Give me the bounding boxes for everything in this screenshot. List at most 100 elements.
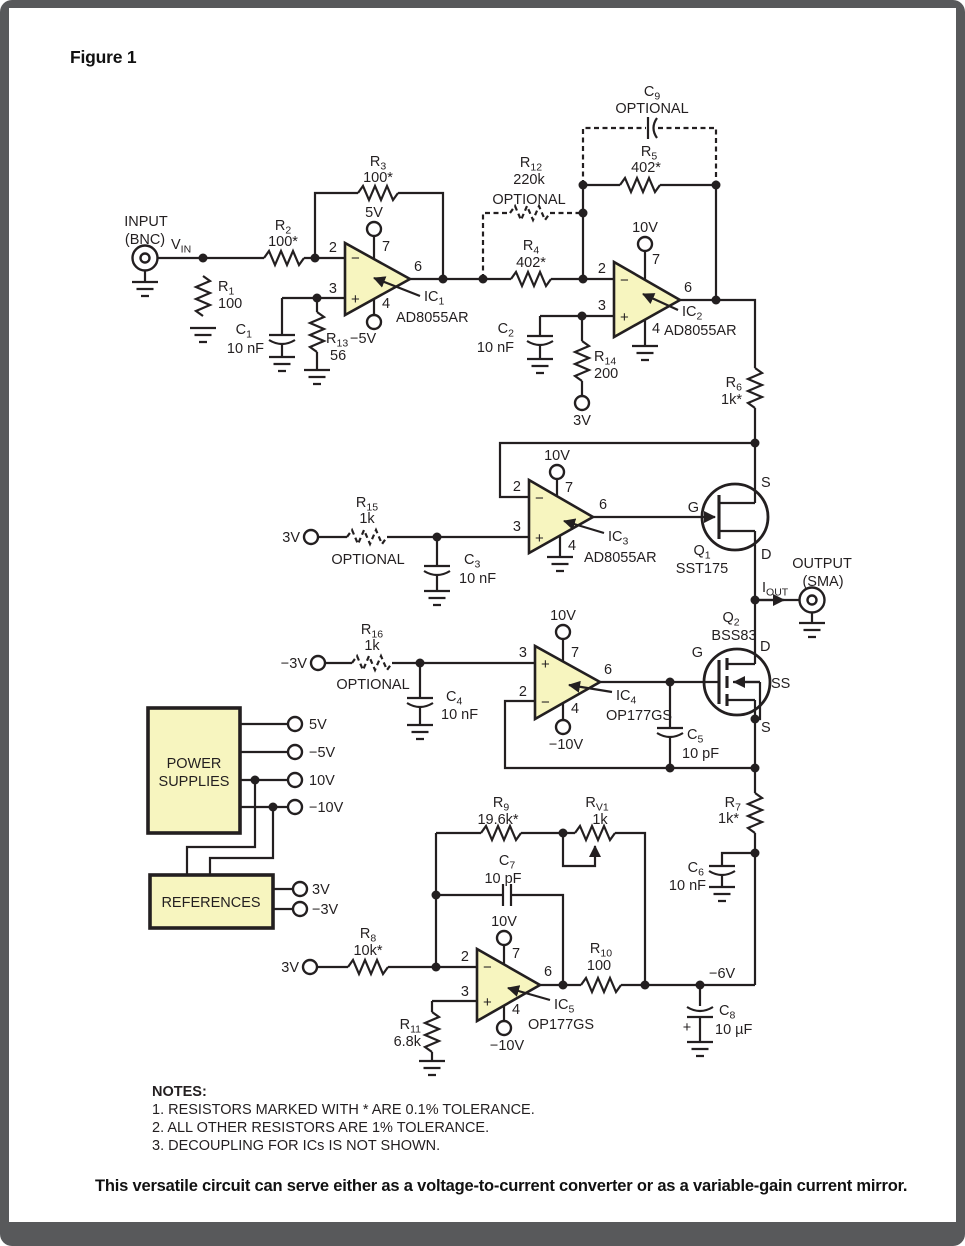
note-line: 1. RESISTORS MARKED WITH * ARE 0.1% TOLE… — [152, 1102, 535, 1118]
r16-ref: R16 — [361, 622, 383, 641]
terminal-label: −5V — [350, 331, 377, 347]
q2-part: BSS83 — [711, 628, 756, 644]
ic5-ref: IC5 — [554, 997, 575, 1016]
transistor-q2: Q2 BSS83 D G SS S — [692, 610, 791, 736]
output-label-2: (SMA) — [802, 574, 843, 590]
ic2-pin4: 4 — [652, 321, 660, 337]
ic1-noninverting-sign: + — [351, 291, 360, 308]
capacitor-c1-symbol — [268, 333, 296, 346]
terminal-3v-r8: 3V — [281, 958, 319, 976]
r13-ref: R13 — [326, 331, 348, 350]
capacitor-c4-symbol — [406, 696, 434, 709]
c5-value: 10 pF — [682, 746, 719, 762]
c5-ref: C5 — [687, 727, 703, 746]
opamp-ic3: − + 2 3 7 4 6 IC3 AD8055AR — [513, 477, 657, 566]
note-line: 3. DECOUPLING FOR ICs IS NOT SHOWN. — [152, 1138, 440, 1154]
ic3-part: AD8055AR — [584, 550, 657, 566]
component-labels: INPUT (BNC) VIN R1 100 R2 100* R3 100* C… — [124, 84, 852, 1050]
power-supplies-block: POWER SUPPLIES — [146, 706, 242, 835]
ic4-pin4: 4 — [571, 701, 579, 717]
terminal-label: −10V — [549, 737, 584, 753]
capacitor-c9-symbol — [646, 117, 658, 139]
capacitor-c5-symbol — [656, 726, 684, 739]
ic5-pin4: 4 — [512, 1002, 520, 1018]
r2-value: 100* — [268, 234, 298, 250]
ic5-pin2: 2 — [461, 949, 469, 965]
terminal-ps-10v: 10V — [286, 771, 335, 789]
q1-ref: Q1 — [693, 543, 710, 562]
r10-ref: R10 — [590, 941, 612, 960]
terminal-10v-ic2: 10V — [632, 220, 658, 253]
r4-ref: R4 — [523, 238, 539, 257]
r8-ref: R8 — [360, 926, 376, 945]
ic1-pin7: 7 — [382, 239, 390, 255]
ic2-noninverting-sign: + — [620, 309, 629, 326]
terminal-label: −3V — [281, 656, 308, 672]
q1-gate-label: G — [688, 500, 699, 516]
terminal-m10v-ic5: −10V — [490, 1019, 524, 1054]
terminal-10v-ic3: 10V — [544, 448, 570, 481]
r14-value: 200 — [594, 366, 618, 382]
terminal-label: 3V — [282, 530, 300, 546]
r6-ref: R6 — [726, 375, 742, 394]
r16-note: OPTIONAL — [336, 677, 409, 693]
terminal-label: 10V — [550, 608, 576, 624]
opamp-ic4: + − 3 2 7 4 6 IC4 OP177GS — [519, 643, 672, 724]
r8-value: 10k* — [353, 943, 382, 959]
capacitor-c8-symbol — [686, 1006, 714, 1019]
r9-ref: R9 — [493, 795, 509, 814]
terminal-10v-ic5: 10V — [491, 914, 517, 947]
r13-value: 56 — [330, 348, 346, 364]
r1-value: 100 — [218, 296, 242, 312]
ic2-pin7: 7 — [652, 252, 660, 268]
ic2-pin6: 6 — [684, 280, 692, 296]
ic2-pin3: 3 — [598, 298, 606, 314]
terminal-label: 3V — [573, 413, 591, 429]
ic1-pin2: 2 — [329, 240, 337, 256]
rv1-ref: RV1 — [585, 795, 608, 814]
q2-drain-label: D — [760, 639, 770, 655]
terminal-label: 10V — [309, 773, 335, 789]
ic3-pin2: 2 — [513, 479, 521, 495]
ic4-inverting-sign: − — [541, 694, 550, 711]
r5-ref: R5 — [641, 144, 657, 163]
input-label-2: (BNC) — [125, 232, 165, 248]
ic1-pin4: 4 — [382, 296, 390, 312]
ic4-pin7: 7 — [571, 645, 579, 661]
c4-value: 10 nF — [441, 707, 478, 723]
figure-caption: This versatile circuit can serve either … — [95, 1177, 907, 1195]
capacitor-c7-symbol — [501, 884, 513, 906]
c7-value: 10 pF — [484, 871, 521, 887]
c9-note: OPTIONAL — [615, 101, 688, 117]
c1-value: 10 nF — [227, 341, 264, 357]
sma-output-connector — [798, 586, 826, 614]
c2-value: 10 nF — [477, 340, 514, 356]
c7-ref: C7 — [499, 853, 515, 872]
r3-ref: R3 — [370, 154, 386, 173]
ic3-pin7: 7 — [565, 480, 573, 496]
ic3-pin3: 3 — [513, 519, 521, 535]
wire-segments — [143, 183, 814, 1061]
opamp-ic5: − + 2 3 7 4 6 IC5 OP177GS — [461, 946, 594, 1033]
terminal-label: 3V — [312, 882, 330, 898]
q1-source-label: S — [761, 475, 771, 491]
ic4-part: OP177GS — [606, 708, 672, 724]
r5-value: 402* — [631, 160, 661, 176]
references-block-label: REFERENCES — [161, 895, 260, 911]
capacitors — [268, 117, 736, 1019]
opamp-ic1: − + 2 3 7 4 6 IC1 AD8055AR — [329, 239, 469, 326]
c1-ref: C1 — [236, 322, 252, 341]
q2-substrate-label: SS — [771, 676, 790, 692]
r10-value: 100 — [587, 958, 611, 974]
ic2-inverting-sign: − — [620, 272, 629, 289]
ic3-ref: IC3 — [608, 529, 629, 548]
ic1-part: AD8055AR — [396, 310, 469, 326]
r15-ref: R15 — [356, 495, 378, 514]
r7-value: 1k* — [718, 811, 739, 827]
ic4-pin6: 6 — [604, 662, 612, 678]
r2-ref: R2 — [275, 218, 291, 237]
q1-part: SST175 — [676, 561, 728, 577]
